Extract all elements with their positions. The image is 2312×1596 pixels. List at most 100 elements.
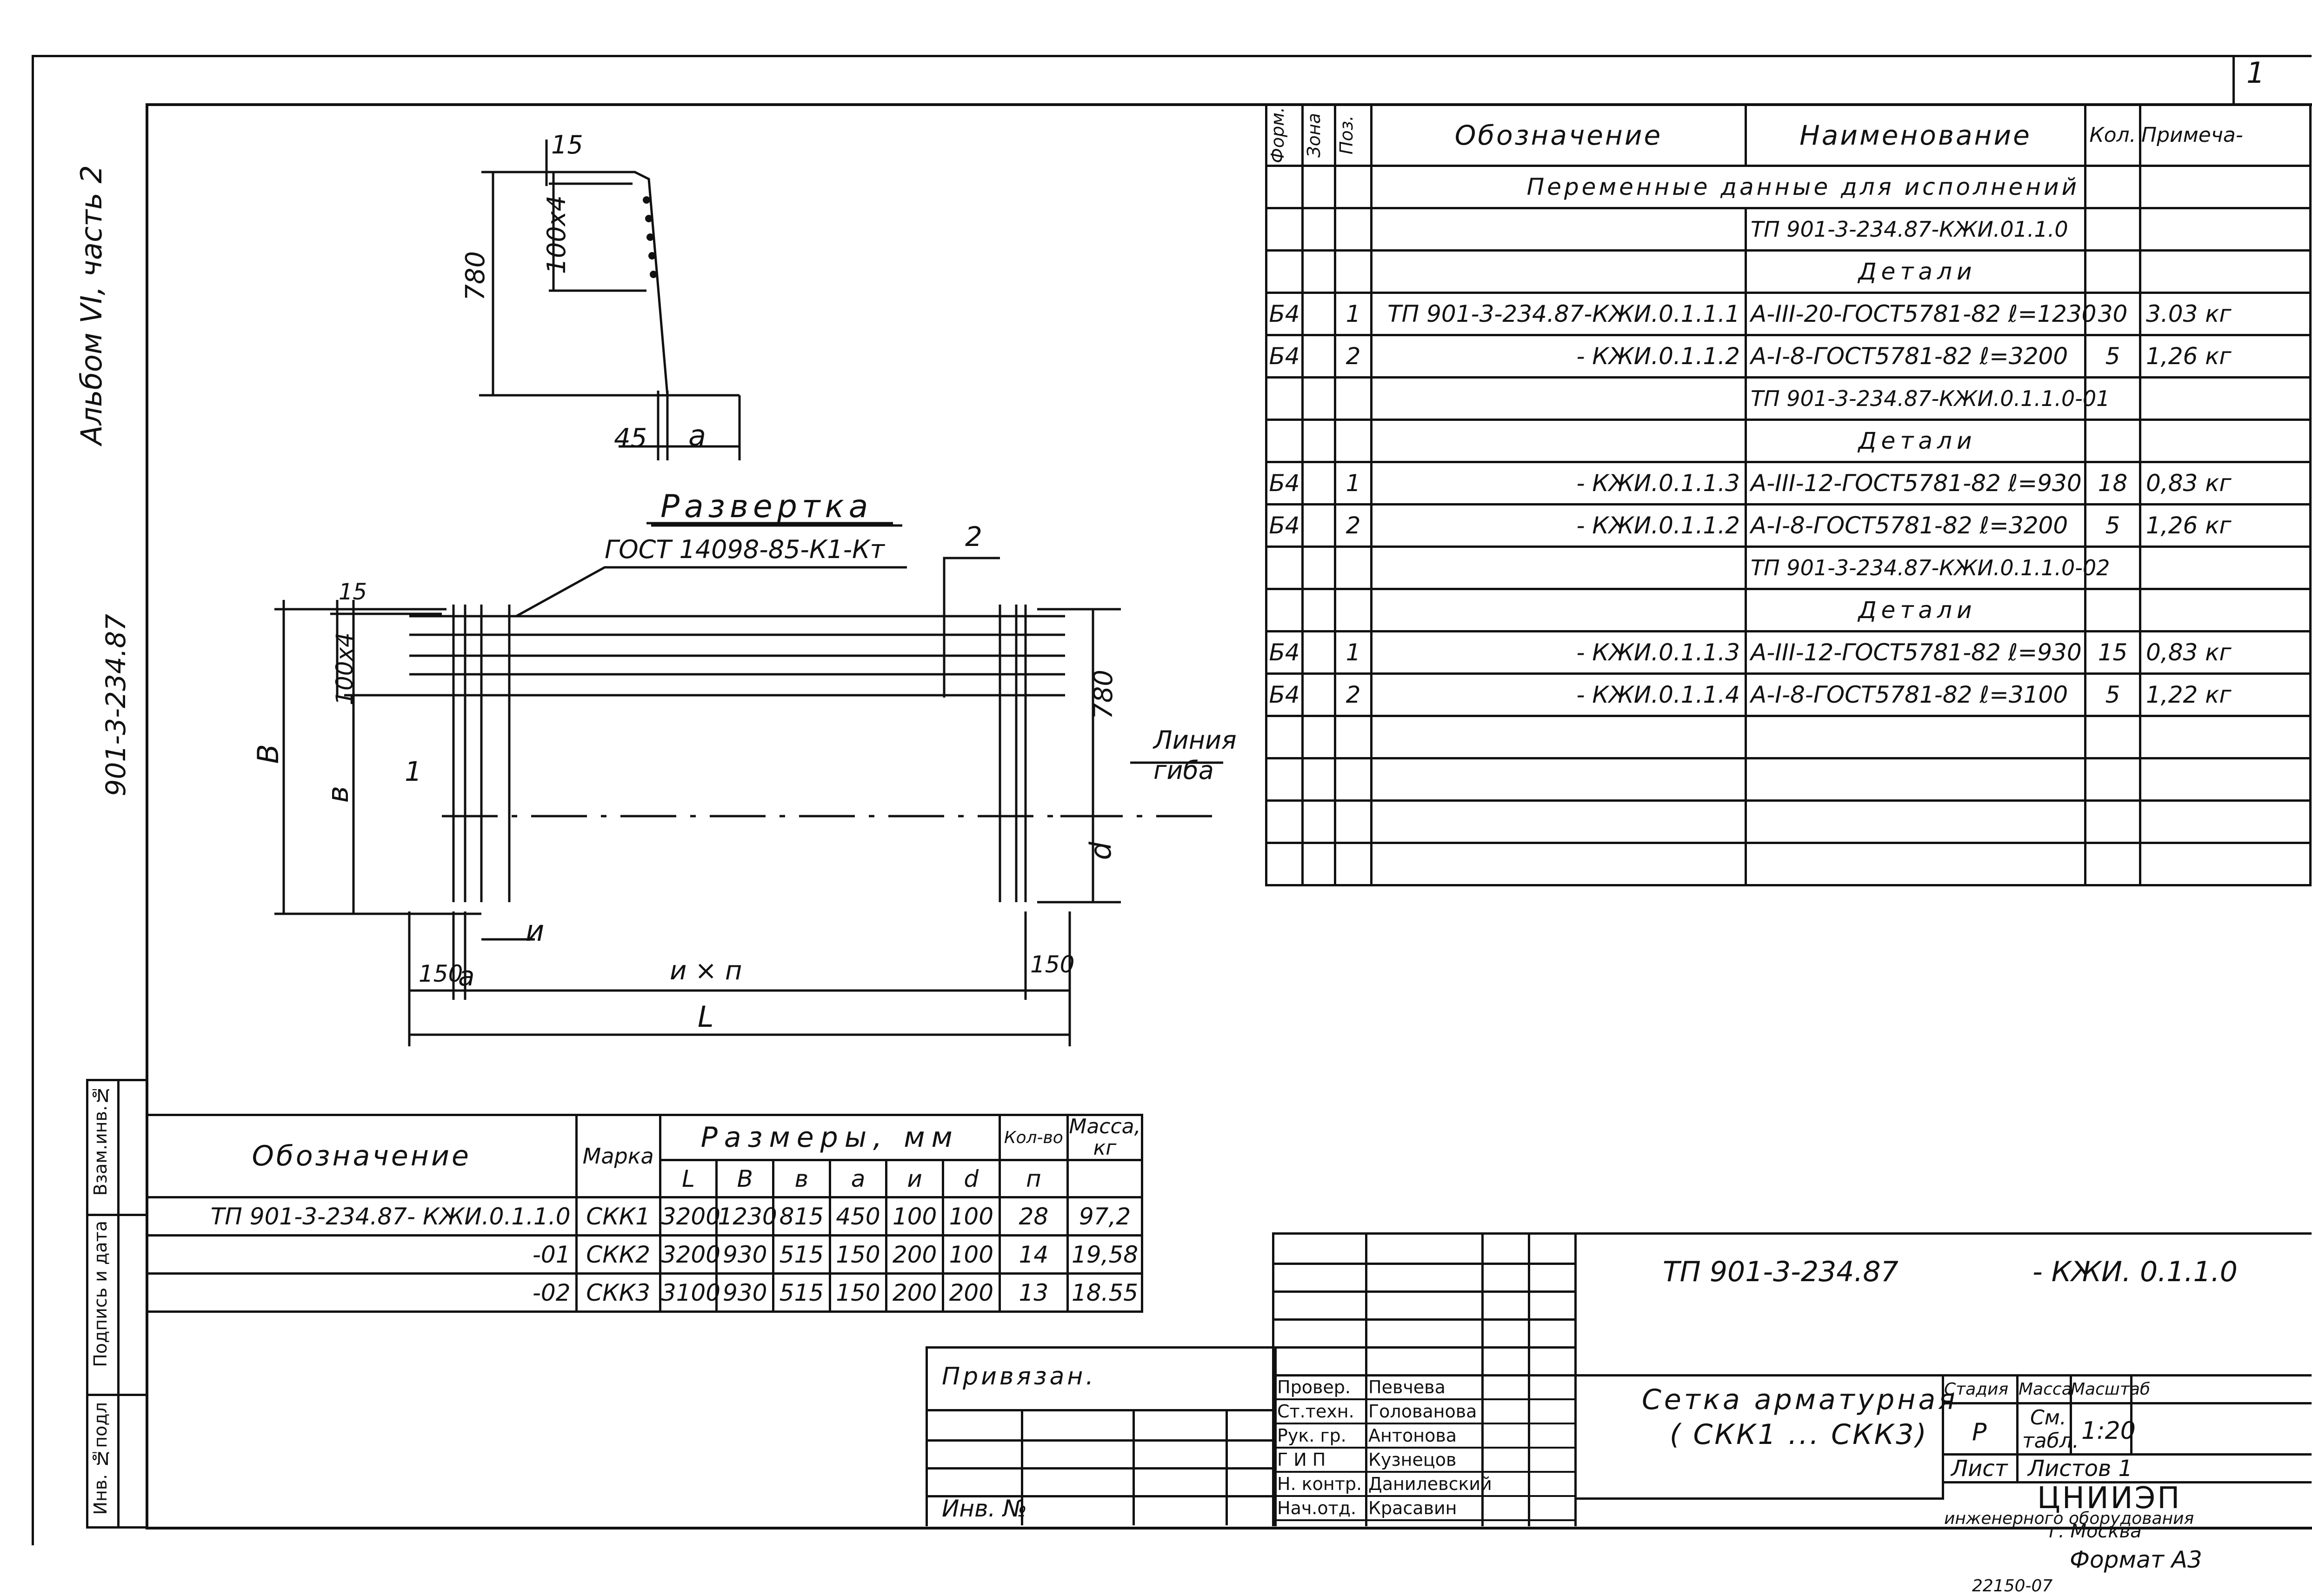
spec-cell-form: Б4: [1265, 672, 1304, 717]
spec-cell-name: А-III-12-ГОСТ5781-82 ℓ=930: [1745, 630, 2086, 675]
stage-value: Р: [1972, 1418, 1987, 1446]
dims-cell-n: 28: [998, 1196, 1069, 1237]
dims-cell-d: 100: [941, 1196, 1001, 1237]
title-person-name: Кузнецов: [1368, 1450, 1457, 1470]
spec-cell-note: [2139, 545, 2312, 590]
sheet-label: Лист: [1951, 1456, 2008, 1482]
spec-cell-name: Детали: [1745, 249, 2086, 294]
inner-frame: [146, 103, 2312, 1530]
dims-sub-b: в: [772, 1159, 831, 1198]
spec-cell-qty: [2084, 207, 2141, 252]
spec-cell-empty: [1301, 757, 1336, 802]
dims-cell-designation: -02: [146, 1272, 578, 1313]
spec-cell-qty: [2084, 249, 2141, 294]
spec-cell-qty: 18: [2084, 461, 2141, 505]
spec-cell-empty: [2139, 842, 2312, 886]
spec-cell-empty: [1370, 799, 1747, 844]
spec-cell-empty: [1265, 757, 1304, 802]
spec-cell-pos: 1: [1334, 292, 1373, 336]
privyazan-block: Привязан. Инв. №: [926, 1346, 1277, 1526]
dim-left-end: 150: [419, 960, 463, 987]
spec-cell-name: А-I-8-ГОСТ5781-82 ℓ=3200: [1745, 503, 2086, 548]
spec-header-zone: Зона: [1301, 103, 1336, 167]
spec-cell-pos: 1: [1334, 461, 1373, 505]
spec-cell-pos: [1334, 588, 1373, 632]
dim-B: В: [251, 744, 285, 764]
position-label-1: 1: [405, 756, 422, 787]
spec-header-name: Наименование: [1745, 103, 2086, 167]
spec-cell-form: Б4: [1265, 503, 1304, 548]
spec-cell-form: [1265, 588, 1304, 632]
spec-cell-qty: 30: [2084, 292, 2141, 336]
spec-cell-empty: [2084, 842, 2141, 886]
dims-sub-u: и: [885, 1159, 944, 1198]
spec-cell-form: [1265, 165, 1304, 209]
spec-cell-zone: [1301, 249, 1336, 294]
spec-cell-form: [1265, 207, 1304, 252]
dim-b: в: [321, 786, 355, 803]
dim-top-15: 15: [339, 579, 367, 605]
spec-cell-form: [1265, 376, 1304, 421]
bend-dim-a: a: [688, 419, 706, 452]
spec-cell-pos: [1334, 207, 1373, 252]
spec-cell-name: А-III-20-ГОСТ5781-82 ℓ=1230: [1745, 292, 2096, 336]
dims-header-mass: Масса, кг: [1066, 1114, 1143, 1161]
spec-cell-empty: [1334, 715, 1373, 759]
dim-u-n: и × п: [670, 956, 742, 986]
dims-header-qty: Кол-во: [998, 1114, 1069, 1161]
spec-row: ТП 901-3-234.87-КЖИ.0.1.1.0-02: [1265, 545, 2312, 590]
bend-dim-offset: 45: [614, 423, 647, 453]
mass-header: Масса: [2019, 1380, 2072, 1399]
stamp-vzam-inv: Взам.инв.№: [90, 1085, 111, 1196]
dims-cell-mark: СКК2: [575, 1234, 661, 1275]
spec-cell-zone: [1301, 292, 1336, 336]
spec-cell-form: [1265, 249, 1304, 294]
doc-suffix: - КЖИ. 0.1.1.0: [2032, 1256, 2238, 1288]
dim-right-end: 150: [1030, 951, 1075, 978]
spec-cell-zone: [1301, 588, 1336, 632]
sheets-label: Листов 1: [2028, 1456, 2133, 1482]
spec-cell-zone: [1301, 419, 1336, 463]
bend-dim-spacing: 100x4: [542, 195, 571, 274]
title-role: Нач.отд.: [1277, 1498, 1357, 1518]
title-role: Провер.: [1277, 1377, 1351, 1397]
spec-cell-zone: [1301, 545, 1336, 590]
doc-code: ТП 901-3-234.87: [1663, 1256, 1899, 1288]
left-stamp: Инв. №подл Подпись и дата Взам.инв.№: [86, 1079, 148, 1529]
sheet-number-box: [2232, 55, 2312, 103]
dims-cell-n: 14: [998, 1234, 1069, 1275]
spec-cell-empty: [2139, 799, 2312, 844]
spec-cell-zone: [1301, 672, 1336, 717]
mass-value-2: табл.: [2022, 1429, 2079, 1453]
spec-cell-pos: [1334, 376, 1373, 421]
title-role: Н. контр.: [1277, 1474, 1362, 1494]
title-person-name: Данилевский: [1368, 1474, 1492, 1494]
dims-sub-B: В: [715, 1159, 775, 1198]
dims-cell-mass: 18.55: [1066, 1272, 1143, 1313]
spec-cell-empty: [1745, 799, 2086, 844]
spec-cell-name: ТП 901-3-234.87-КЖИ.01.1.0: [1745, 207, 2086, 252]
dims-cell-b: 515: [772, 1272, 831, 1313]
spec-cell-empty: [2084, 757, 2141, 802]
spec-cell-name: А-I-8-ГОСТ5781-82 ℓ=3100: [1745, 672, 2086, 717]
org-city: г. Москва: [2049, 1521, 2142, 1542]
spec-cell-empty: [1301, 715, 1336, 759]
dims-cell-a: 150: [828, 1234, 888, 1275]
dims-cell-designation: -01: [146, 1234, 578, 1275]
spec-cell-empty: [1370, 757, 1747, 802]
spec-cell-empty: [1265, 799, 1304, 844]
spec-cell-name: Детали: [1745, 588, 2086, 632]
spec-cell-note: 1,22 кг: [2139, 672, 2312, 717]
stamp-signature-date: Подпись и дата: [90, 1221, 111, 1367]
dims-cell-mark: СКК1: [575, 1196, 661, 1237]
dim-spacing-vertical: 100x4: [331, 632, 358, 705]
spec-row: ТП 901-3-234.87-КЖИ.0.1.1.0-01: [1265, 376, 2312, 421]
dim-height-780: 780: [1088, 670, 1119, 719]
spec-cell-designation: [1370, 207, 1747, 252]
title-role-divider: [1274, 1447, 1574, 1449]
dims-cell-L: 3200: [659, 1196, 720, 1237]
title-role: Г И П: [1277, 1450, 1326, 1470]
